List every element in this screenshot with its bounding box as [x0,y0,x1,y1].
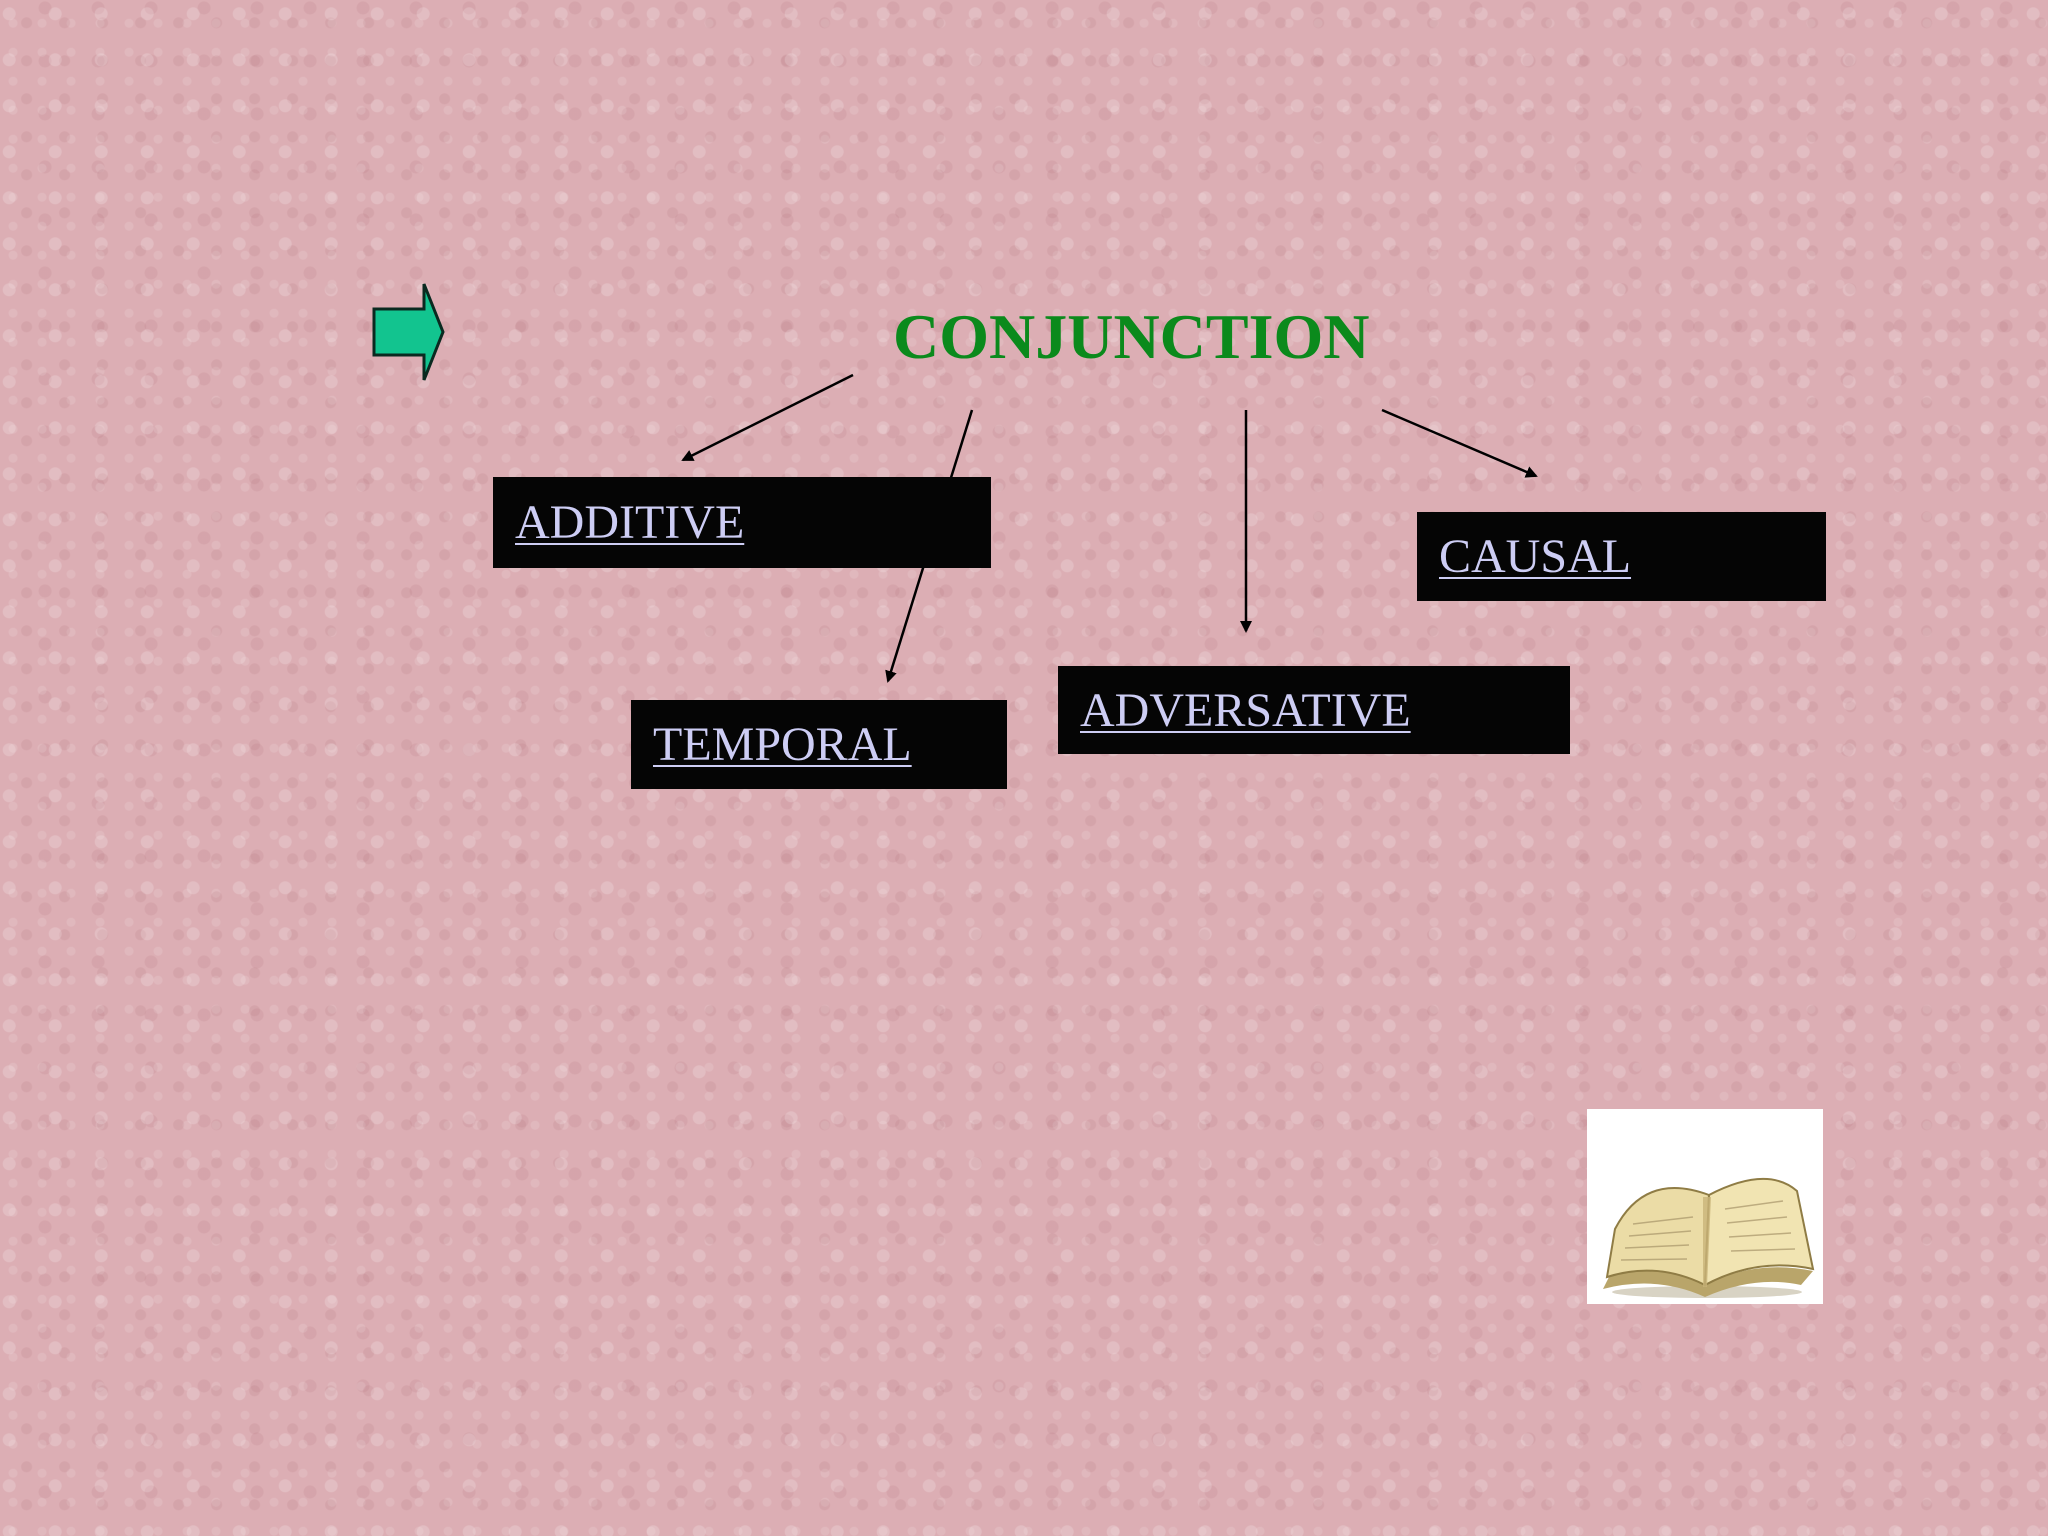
additive-box[interactable]: ADDITIVE [493,477,991,568]
open-book-icon [1587,1109,1823,1304]
additive-link[interactable]: ADDITIVE [515,496,745,549]
adversative-box[interactable]: ADVERSATIVE [1058,666,1570,754]
adversative-link[interactable]: ADVERSATIVE [1080,683,1411,737]
page-title: CONJUNCTION [893,301,1370,372]
temporal-link[interactable]: TEMPORAL [653,718,912,771]
arrow-to-causal [1381,408,1538,478]
causal-box[interactable]: CAUSAL [1417,512,1826,601]
arrow-to-additive [681,373,854,462]
causal-link[interactable]: CAUSAL [1439,530,1632,583]
right-arrow-icon[interactable] [372,282,446,382]
temporal-box[interactable]: TEMPORAL [631,700,1007,789]
